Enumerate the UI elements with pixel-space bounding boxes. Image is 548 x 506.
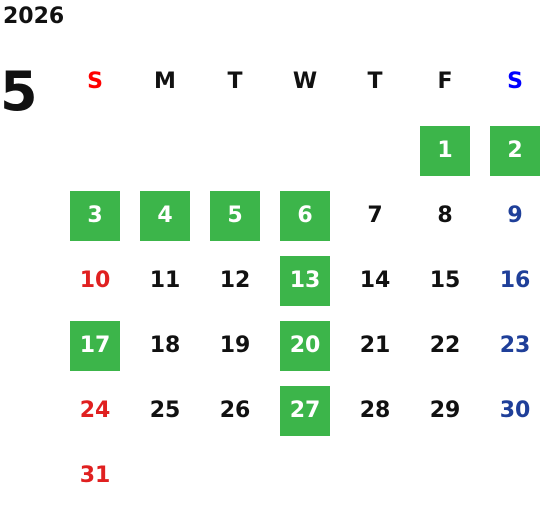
calendar-day-1[interactable]: 1 — [420, 126, 470, 176]
calendar-day-28[interactable]: 28 — [359, 398, 391, 423]
calendar-day-18[interactable]: 18 — [149, 333, 181, 358]
calendar-day-6[interactable]: 6 — [280, 191, 330, 241]
calendar-day-23[interactable]: 23 — [499, 333, 531, 358]
calendar-day-24[interactable]: 24 — [79, 398, 111, 423]
calendar-day-26[interactable]: 26 — [219, 398, 251, 423]
calendar-day-21[interactable]: 21 — [359, 333, 391, 358]
calendar-day-13[interactable]: 13 — [280, 256, 330, 306]
calendar-day-12[interactable]: 12 — [219, 268, 251, 293]
year-label: 2026 — [3, 4, 65, 29]
calendar-day-29[interactable]: 29 — [429, 398, 461, 423]
calendar-day-14[interactable]: 14 — [359, 268, 391, 293]
calendar-day-16[interactable]: 16 — [499, 268, 531, 293]
calendar-day-22[interactable]: 22 — [429, 333, 461, 358]
calendar-day-9[interactable]: 9 — [507, 203, 523, 228]
calendar-day-19[interactable]: 19 — [219, 333, 251, 358]
month-label: 5 — [0, 60, 38, 123]
weekday-header-mon: M — [154, 69, 176, 94]
calendar-day-20[interactable]: 20 — [280, 321, 330, 371]
calendar-day-10[interactable]: 10 — [79, 268, 111, 293]
weekday-header-thu: T — [367, 69, 383, 94]
calendar-day-27[interactable]: 27 — [280, 386, 330, 436]
weekday-header-tue: T — [227, 69, 243, 94]
calendar-day-25[interactable]: 25 — [149, 398, 181, 423]
calendar-day-31[interactable]: 31 — [79, 463, 111, 488]
calendar-day-30[interactable]: 30 — [499, 398, 531, 423]
calendar-day-17[interactable]: 17 — [70, 321, 120, 371]
weekday-header-sat: S — [507, 69, 523, 94]
calendar-day-7[interactable]: 7 — [367, 203, 383, 228]
weekday-header-sun: S — [87, 69, 103, 94]
calendar-day-8[interactable]: 8 — [437, 203, 453, 228]
weekday-header-fri: F — [437, 69, 453, 94]
calendar-day-2[interactable]: 2 — [490, 126, 540, 176]
calendar-day-11[interactable]: 11 — [149, 268, 181, 293]
calendar-day-15[interactable]: 15 — [429, 268, 461, 293]
calendar-day-3[interactable]: 3 — [70, 191, 120, 241]
calendar-day-5[interactable]: 5 — [210, 191, 260, 241]
calendar-day-4[interactable]: 4 — [140, 191, 190, 241]
weekday-header-wed: W — [292, 69, 318, 94]
